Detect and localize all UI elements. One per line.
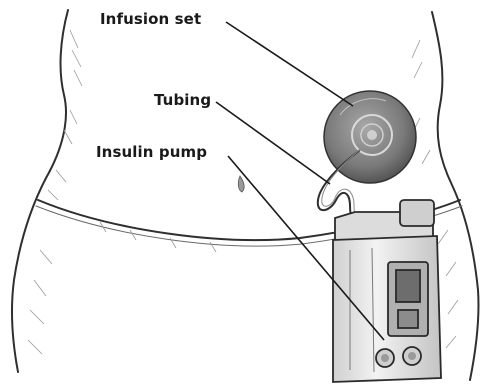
- tubing-label: Tubing: [154, 91, 211, 109]
- insulin-pump-icon: [333, 200, 441, 382]
- insulin-pump-label: Insulin pump: [96, 143, 207, 161]
- navel: [238, 176, 244, 192]
- infusion-set-leader: [226, 22, 353, 106]
- infusion-set-label: Infusion set: [100, 10, 201, 28]
- tubing-leader: [216, 102, 330, 184]
